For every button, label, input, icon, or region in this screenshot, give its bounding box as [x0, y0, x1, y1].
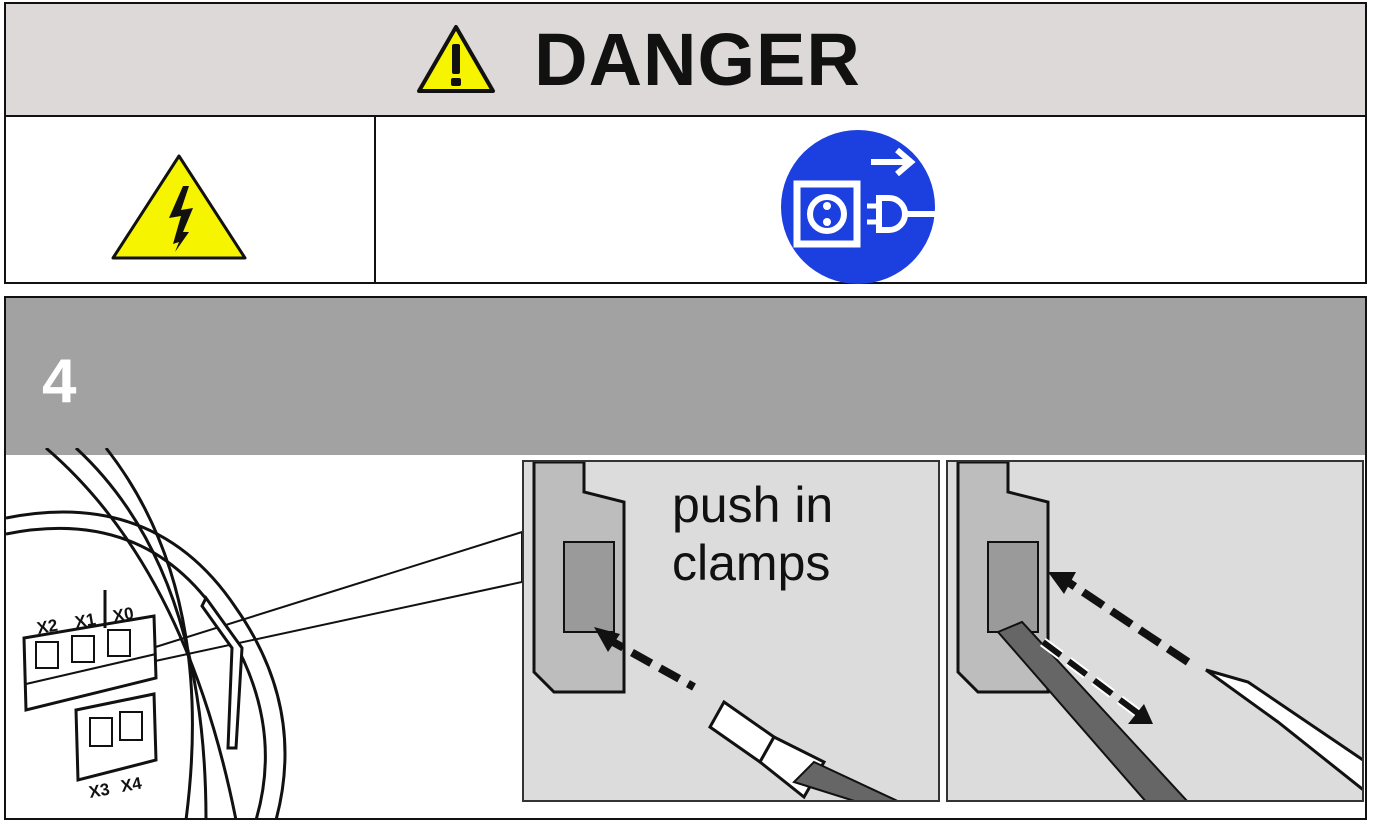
- danger-header: DANGER: [6, 4, 1365, 117]
- terminal-block-top: [22, 590, 158, 712]
- insert-wire-illustration: [532, 462, 898, 800]
- electric-shock-icon: [111, 154, 247, 260]
- terminal-label-x4: X4: [119, 774, 143, 796]
- step-box: 4 X2 X1 X0 X3 X4: [4, 296, 1367, 820]
- disconnect-mains-plug-icon: [781, 130, 937, 284]
- clamp-instruction-line1: push in: [672, 477, 834, 533]
- terminal-label-x0: X0: [111, 604, 135, 626]
- step-number: 4: [42, 347, 77, 416]
- clamp-instruction-line2: clamps: [672, 535, 831, 591]
- terminal-label-x1: X1: [73, 610, 97, 632]
- clamp-detail-insert: push in clamps: [522, 460, 940, 802]
- danger-box: DANGER: [4, 2, 1367, 284]
- terminal-label-x3: X3: [87, 780, 111, 802]
- step-header: 4: [6, 298, 1365, 455]
- danger-title: DANGER: [534, 18, 861, 101]
- clamp-instruction: push in clamps: [672, 476, 833, 592]
- danger-divider: [374, 115, 376, 282]
- release-wire-illustration: [956, 462, 1362, 800]
- terminal-label-x2: X2: [35, 616, 59, 638]
- terminal-block-bottom: [74, 692, 158, 782]
- device-illustration: X2 X1 X0 X3 X4: [6, 448, 287, 818]
- clamp-detail-release: [946, 460, 1364, 802]
- warning-triangle-icon: [417, 25, 495, 93]
